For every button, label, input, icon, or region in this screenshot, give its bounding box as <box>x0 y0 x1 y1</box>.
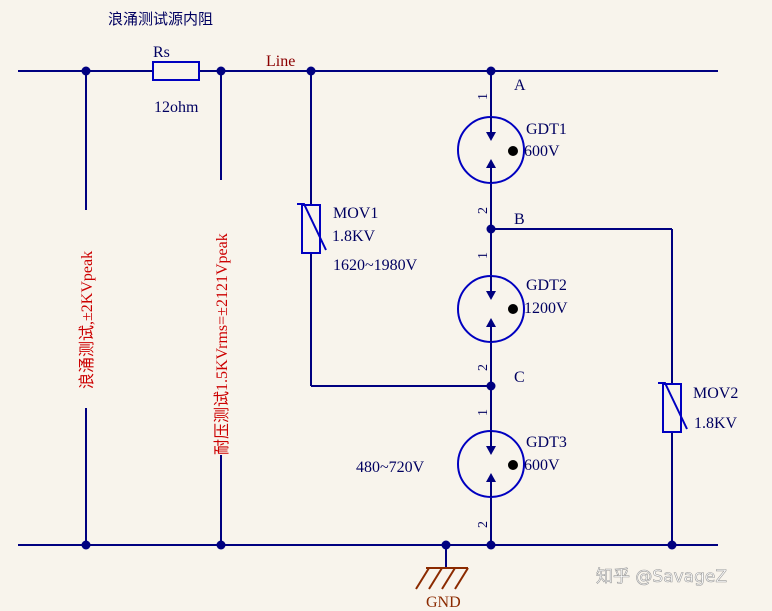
withstand-test-label: 耐压测试1.5KVrms=±2121Vpeak <box>213 233 231 455</box>
diagram-title: 浪涌测试源内阻 <box>108 10 213 28</box>
ground-hatch-2 <box>428 567 443 590</box>
wires <box>18 70 718 568</box>
gdt1-gas-dot <box>508 146 518 156</box>
gdt3-up-arrow <box>486 473 496 482</box>
gdt1-up-arrow <box>486 159 496 168</box>
gdt1-value: 600V <box>524 143 560 160</box>
surge-test-label: 浪涌测试,±2KVpeak <box>78 251 96 389</box>
gdt2-up-arrow <box>486 318 496 327</box>
mov2-value: 1.8KV <box>694 415 738 432</box>
watermark: 知乎 @SavageZ <box>596 567 727 587</box>
gdt2-pin2-label: 2 <box>476 364 491 371</box>
mov1-diagonal <box>297 203 327 251</box>
junction-withstand-top <box>216 66 226 76</box>
ground-hatch-4 <box>454 567 469 590</box>
gdt3-gas-dot <box>508 460 518 470</box>
ground-icon <box>415 567 469 590</box>
mov2-body <box>662 383 682 433</box>
mov1-name: MOV1 <box>333 205 378 222</box>
junction-gdt3-bottom <box>486 540 496 550</box>
gdt3-symbol <box>457 430 525 498</box>
gdt1-down-arrow <box>486 132 496 141</box>
gdt3-value: 600V <box>524 457 560 474</box>
node-b-label: B <box>514 211 525 228</box>
gdt2-down-arrow <box>486 291 496 300</box>
gdt3-name: GDT3 <box>526 434 567 451</box>
junction-gnd <box>441 540 451 550</box>
resistor-rs-symbol <box>152 61 200 81</box>
gdt1-pin1-label: 1 <box>476 93 491 100</box>
junctions <box>81 66 677 550</box>
junction-b <box>486 224 496 234</box>
ground-hatch-1 <box>415 567 430 590</box>
mov2-name: MOV2 <box>693 385 738 402</box>
gdt2-name: GDT2 <box>526 277 567 294</box>
mov1-range: 1620~1980V <box>333 257 418 274</box>
node-a-label: A <box>514 77 526 94</box>
resistor-rs-value: 12ohm <box>154 99 199 116</box>
gdt1-symbol <box>457 116 525 184</box>
gdt3-range: 480~720V <box>356 459 425 476</box>
resistor-rs-name: Rs <box>153 44 170 61</box>
mov2-diagonal <box>658 382 688 430</box>
gnd-label: GND <box>426 594 461 611</box>
node-c-label: C <box>514 369 525 386</box>
ground-hatch-3 <box>441 567 456 590</box>
mov2-symbol <box>658 382 688 433</box>
gdt2-pin1-label: 1 <box>476 252 491 259</box>
gdt3-pin2-label: 2 <box>476 521 491 528</box>
mov1-body <box>301 204 321 254</box>
gdt3-pin1-label: 1 <box>476 409 491 416</box>
gdt2-gas-dot <box>508 304 518 314</box>
line-label: Line <box>266 53 295 70</box>
junction-line <box>306 66 316 76</box>
junction-c <box>486 381 496 391</box>
gdt1-name: GDT1 <box>526 121 567 138</box>
gdt2-symbol <box>457 275 525 343</box>
gdt2-value: 1200V <box>524 300 568 317</box>
junction-withstand-bottom <box>216 540 226 550</box>
junction-mov2-bottom <box>667 540 677 550</box>
junction-surge-top <box>81 66 91 76</box>
mov1-value: 1.8KV <box>332 228 376 245</box>
gdt1-pin2-label: 2 <box>476 207 491 214</box>
junction-a <box>486 66 496 76</box>
junction-surge-bottom <box>81 540 91 550</box>
gdt3-down-arrow <box>486 446 496 455</box>
mov1-symbol <box>297 203 327 254</box>
